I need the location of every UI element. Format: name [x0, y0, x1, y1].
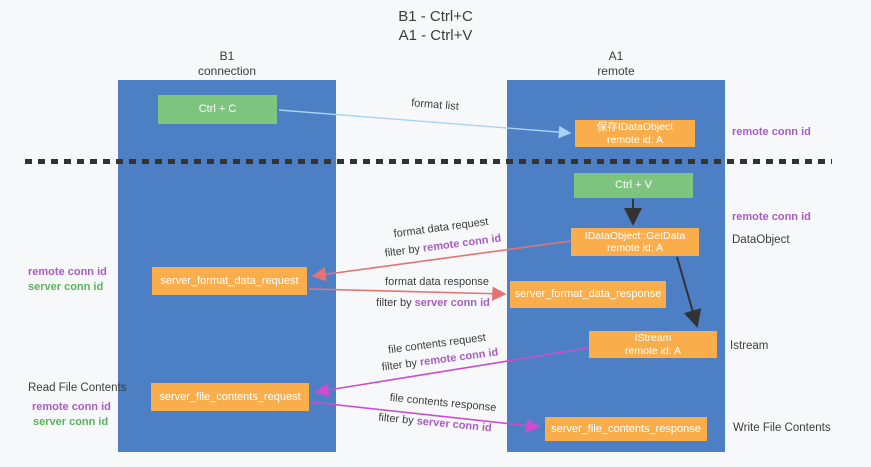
title-line-2: A1 - Ctrl+V: [398, 27, 473, 44]
edge-format-data-response: [308, 286, 507, 301]
node-ctrl-c: Ctrl + C: [158, 95, 277, 124]
annotation-dataobject: DataObject: [732, 234, 790, 246]
annotation-remote-conn-id-left-bottom: remote conn id: [32, 401, 111, 413]
node-server-file-contents-request: server_file_contents_request: [151, 383, 309, 411]
annotation-server-conn-id-left-bottom: server conn id: [33, 416, 109, 428]
edge-format-data-request: [311, 240, 572, 282]
annotation-remote-conn-id-top-right: remote conn id: [732, 126, 811, 138]
filter-key-server-conn-id: server conn id: [414, 297, 490, 309]
lane-header-a1: A1 remote: [507, 49, 725, 79]
node-getdata-line2: remote id: A: [606, 242, 664, 254]
lane-b1-subtitle: connection: [197, 64, 257, 78]
title-line-1: B1 - Ctrl+C: [398, 8, 473, 25]
node-istream: IStream remote id: A: [589, 331, 717, 358]
edge-file-contents-request: [314, 347, 589, 398]
annotation-server-conn-id-left-top: server conn id: [28, 281, 104, 293]
node-server-file-contents-response: server_file_contents_response: [545, 417, 707, 441]
edge-label-format-data-response: format data response: [385, 276, 489, 288]
node-getdata-line1: IDataObject::GetData: [584, 229, 686, 242]
node-istream-line1: IStream: [634, 332, 672, 344]
annotation-read-file-contents: Read File Contents: [28, 382, 127, 394]
annotation-remote-conn-id-mid-right: remote conn id: [732, 211, 811, 223]
edge-label-format-response-filter: filter by server conn id: [358, 297, 508, 309]
annotation-write-file-contents: Write File Contents: [733, 422, 831, 434]
node-server-format-data-request-label: server_format_data_request: [160, 274, 299, 287]
filter-by-text: filter by: [376, 297, 415, 309]
node-save-idataobject-line1: 保存IDataObject: [596, 121, 674, 133]
node-server-format-data-request: server_format_data_request: [152, 267, 307, 295]
node-server-file-contents-request-label: server_file_contents_request: [159, 390, 301, 403]
node-istream-line2: remote id: A: [624, 344, 682, 357]
node-save-idataobject-line2: remote id: A: [606, 133, 664, 146]
diagram-title: B1 - Ctrl+C A1 - Ctrl+V: [0, 7, 871, 45]
node-ctrl-c-label: Ctrl + C: [198, 103, 237, 116]
node-save-idataobject: 保存IDataObject remote id: A: [575, 120, 695, 147]
lane-a1-name: A1: [608, 49, 624, 63]
node-ctrl-v-label: Ctrl + V: [615, 179, 652, 192]
node-idataobject-getdata: IDataObject::GetData remote id: A: [571, 228, 699, 256]
annotation-remote-conn-id-left-top: remote conn id: [28, 266, 107, 278]
lane-a1-subtitle: remote: [597, 64, 635, 78]
lane-header-b1: B1 connection: [118, 49, 336, 79]
node-server-format-data-response: server_format_data_response: [510, 281, 666, 308]
node-server-format-data-response-label: server_format_data_response: [514, 288, 662, 301]
node-ctrl-v: Ctrl + V: [574, 173, 693, 198]
lane-b1-name: B1: [219, 49, 235, 63]
dashed-divider: [25, 159, 832, 164]
edge-getdata-to-istream: [676, 256, 702, 328]
edge-format-list: [278, 109, 572, 139]
node-server-file-contents-response-label: server_file_contents_response: [551, 422, 701, 435]
edge-file-contents-response: [310, 401, 541, 433]
annotation-istream: Istream: [730, 340, 769, 352]
